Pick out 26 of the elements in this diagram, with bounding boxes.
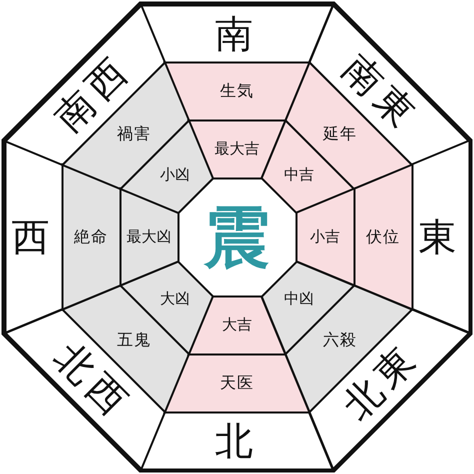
fortune-label: 五鬼: [116, 332, 151, 348]
fortune-label: 延年: [323, 126, 358, 142]
fortune-sector: [163, 352, 311, 414]
luck-label: 中凶: [284, 292, 314, 307]
trigram-label: 震: [204, 204, 270, 270]
direction-label: 東: [418, 218, 462, 256]
fortune-label: 天医: [220, 375, 254, 391]
fortune-sector: [163, 60, 311, 122]
fortune-label: 伏位: [366, 228, 400, 245]
fortune-label: 生気: [220, 83, 254, 99]
fortune-label: 六殺: [323, 332, 358, 348]
luck-label: 小凶: [160, 167, 190, 182]
luck-sector: [294, 187, 356, 287]
direction-label: 南: [214, 14, 259, 52]
fortune-label: 禍害: [116, 126, 151, 142]
luck-label: 最大凶: [126, 229, 172, 244]
direction-label: 北: [214, 422, 259, 460]
fortune-sector: [352, 163, 414, 311]
luck-label: 大吉: [222, 318, 252, 332]
luck-label: 小吉: [310, 229, 340, 244]
fortune-sector: [60, 163, 122, 311]
luck-label: 最大吉: [214, 142, 260, 156]
luck-label: 大凶: [160, 292, 190, 307]
direction-label: 西: [12, 218, 56, 256]
fortune-label: 絶命: [74, 228, 108, 245]
luck-label: 中吉: [284, 167, 314, 182]
